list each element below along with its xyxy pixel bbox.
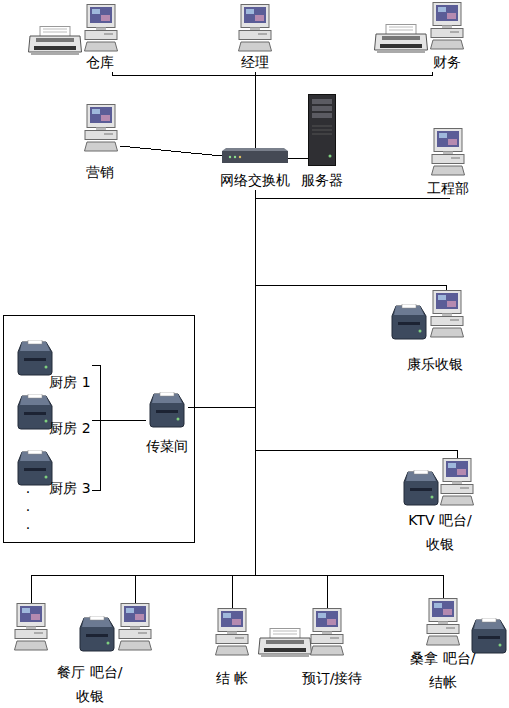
network-cable bbox=[255, 190, 457, 458]
receipt-printer bbox=[404, 470, 438, 505]
receipt-printer bbox=[472, 618, 506, 653]
computer-icon bbox=[85, 105, 118, 152]
network-cable bbox=[255, 190, 327, 608]
network-cable bbox=[92, 420, 146, 421]
node-label: KTV 吧台/收银 bbox=[402, 508, 478, 556]
node-label: 结 帐 bbox=[216, 670, 248, 686]
node-label: 厨房 3 bbox=[49, 480, 90, 496]
network-cable bbox=[255, 72, 256, 148]
node-label: 经理 bbox=[241, 54, 269, 70]
node-label: 服务器 bbox=[301, 172, 343, 188]
network-cable bbox=[188, 190, 255, 407]
node-label: 桑拿 吧台/结帐 bbox=[405, 646, 481, 694]
receipt-printer bbox=[18, 450, 52, 485]
workstation: 经理 bbox=[236, 2, 274, 72]
workstation: 财务 bbox=[374, 2, 466, 72]
network-cable bbox=[288, 158, 308, 159]
network-cable bbox=[92, 420, 146, 490]
computer-icon bbox=[239, 5, 272, 52]
node-label: 传菜间 bbox=[146, 438, 188, 454]
kitchen-group-box: 厨房 1 厨房 2 厨房 3 传菜间 bbox=[3, 315, 195, 543]
dot-matrix-printer bbox=[29, 27, 82, 56]
pos-station: 康乐收银 bbox=[388, 290, 464, 374]
workstation: 营销 bbox=[82, 102, 120, 182]
network-cable bbox=[255, 190, 443, 598]
workstation: 预订/接待 bbox=[308, 608, 348, 688]
computer-icon bbox=[15, 604, 48, 651]
network-cable bbox=[112, 72, 255, 148]
node-label: 财务 bbox=[433, 54, 461, 70]
computer-icon bbox=[85, 5, 118, 52]
ellipsis-dot: · bbox=[26, 520, 30, 536]
receipt-printer bbox=[392, 304, 426, 339]
network-cable bbox=[92, 365, 146, 420]
node-label: 预订/接待 bbox=[302, 670, 363, 686]
dot-matrix-printer bbox=[375, 25, 428, 54]
ellipsis-dot: · bbox=[26, 502, 30, 518]
node-label: 仓库 bbox=[86, 54, 114, 70]
workstation: 结 帐 bbox=[213, 608, 251, 688]
ellipsis-dot: · bbox=[26, 484, 30, 500]
node-label: 康乐收银 bbox=[407, 356, 463, 372]
receipt-printer bbox=[18, 340, 52, 375]
computer-icon bbox=[216, 609, 249, 656]
network-cable bbox=[255, 190, 446, 290]
drop-wire bbox=[135, 575, 136, 603]
computer-icon bbox=[431, 291, 464, 338]
receipt-printer bbox=[150, 392, 184, 427]
network-switch: 网络交换机 bbox=[222, 148, 288, 190]
computer-icon bbox=[311, 609, 344, 656]
pos-station: 桑拿 吧台/结帐 bbox=[424, 598, 508, 696]
workstation: 仓库 bbox=[28, 2, 120, 72]
node-label: 网络交换机 bbox=[220, 172, 290, 188]
network-cable bbox=[120, 146, 222, 156]
computer-icon bbox=[119, 604, 152, 651]
server: 服务器 bbox=[308, 94, 336, 190]
node-label: 餐厅 吧台/收银 bbox=[52, 660, 128, 708]
computer-icon bbox=[432, 129, 465, 176]
computer-icon bbox=[431, 3, 464, 50]
node-label: 营销 bbox=[86, 164, 114, 180]
computer-icon bbox=[427, 599, 460, 646]
node-label: 工程部 bbox=[427, 180, 469, 196]
network-cable bbox=[255, 72, 432, 148]
node-label: 厨房 2 bbox=[49, 420, 90, 436]
pos-station: 餐厅 吧台/收银 bbox=[12, 603, 154, 708]
kitchen-printer: 厨房 3 bbox=[14, 448, 92, 498]
receipt-printer bbox=[18, 394, 52, 429]
dot-matrix-printer bbox=[259, 629, 312, 658]
dispatch-printer: 传菜间 bbox=[146, 390, 188, 456]
node-label: 厨房 1 bbox=[49, 374, 90, 390]
computer-icon bbox=[441, 459, 474, 506]
network-cable bbox=[255, 190, 450, 198]
kitchen-printer: 厨房 2 bbox=[14, 392, 92, 438]
workstation: 工程部 bbox=[430, 128, 466, 198]
receipt-printer bbox=[80, 616, 114, 651]
network-cable bbox=[31, 190, 255, 603]
pos-station: KTV 吧台/收银 bbox=[398, 458, 508, 548]
switch-icon bbox=[222, 148, 288, 163]
server-icon bbox=[309, 95, 336, 166]
network-cable bbox=[232, 190, 255, 608]
kitchen-printer: 厨房 1 bbox=[14, 338, 92, 392]
